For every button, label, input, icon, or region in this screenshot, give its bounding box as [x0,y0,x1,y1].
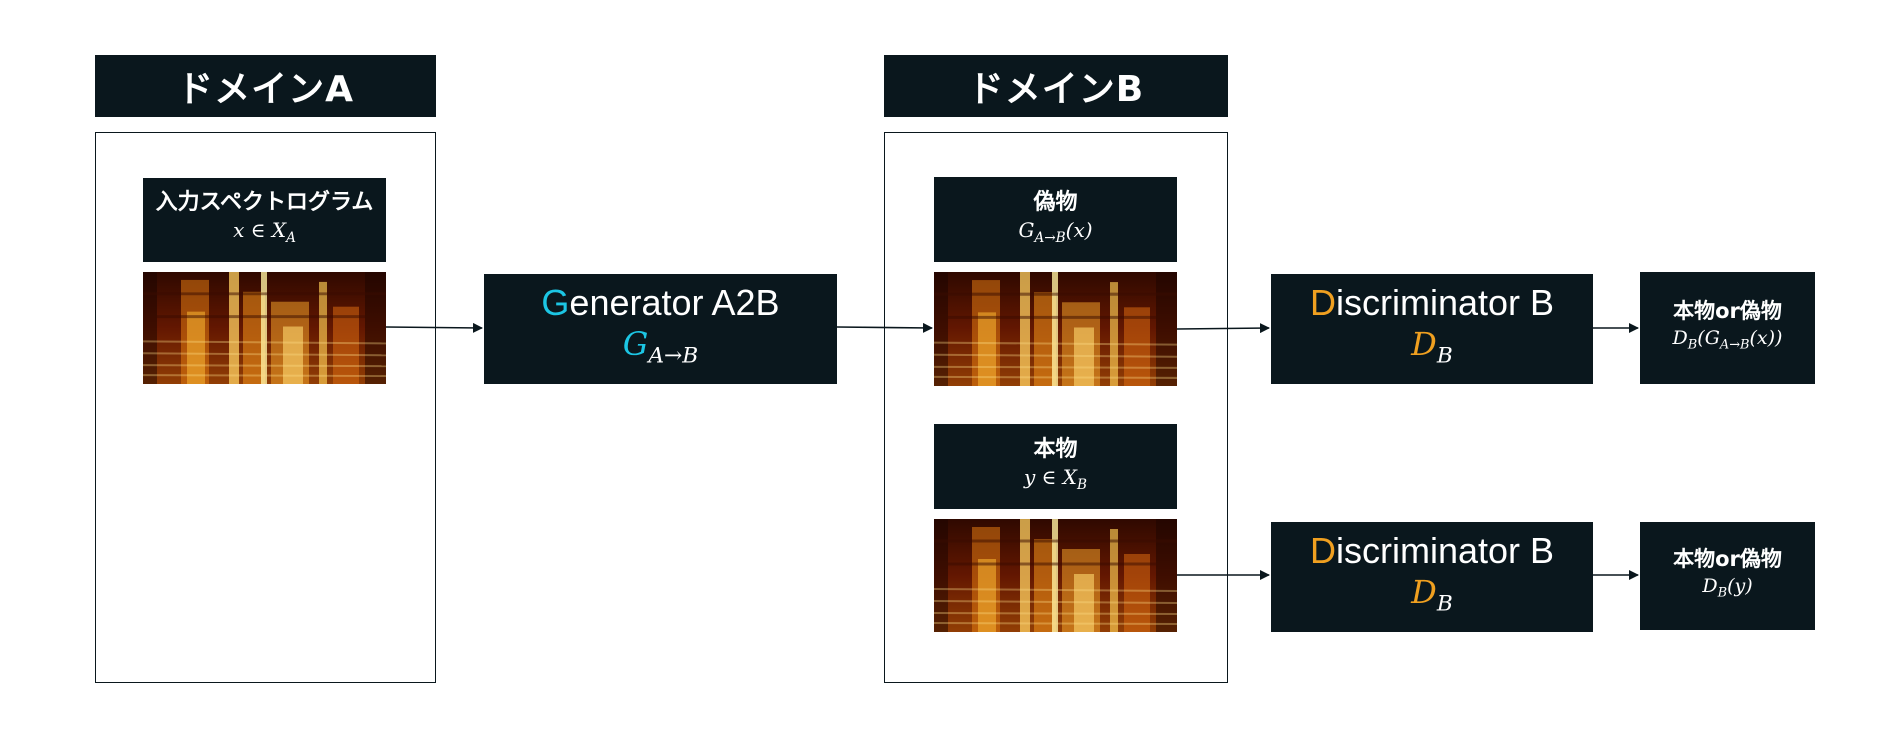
generator-a2b-box: Generator A2B GA→B [484,274,837,384]
discriminator-label-2: Discriminator B [1309,529,1555,571]
input-math: x ∈ XA [233,218,296,246]
discriminator-b-box-1: Discriminator B DB [1271,274,1593,384]
output-math-1: DB(GA→B(x)) [1672,327,1783,353]
domain-a-title: ドメインA [177,69,354,110]
discriminator-math-1: DB [1411,324,1453,369]
fake-caption: 偽物 GA→B(x) [934,177,1177,262]
discriminator-b-box-2: Discriminator B DB [1271,522,1593,632]
generator-math: GA→B [622,324,699,369]
output-box-1: 本物or偽物 DB(GA→B(x)) [1640,272,1815,384]
input-spectrogram-caption: 入力スペクトログラム x ∈ XA [143,178,386,262]
real-label: 本物 [1033,436,1078,462]
fake-math: GA→B(x) [1018,217,1093,246]
real-caption: 本物 y ∈ XB [934,424,1177,509]
domain-b-title: ドメインB [967,69,1145,110]
discriminator-label-1: Discriminator B [1309,281,1555,323]
domain-a-header: ドメインA [95,55,436,117]
input-spectrogram-label: 入力スペクトログラム [155,190,374,216]
generator-label: Generator A2B [541,281,780,323]
output-label-2: 本物or偽物 [1673,547,1782,572]
output-math-2: DB(y) [1702,575,1753,601]
domain-b-header: ドメインB [884,55,1228,117]
output-box-2: 本物or偽物 DB(y) [1640,522,1815,630]
output-label-1: 本物or偽物 [1673,299,1782,324]
real-math: y ∈ XB [1023,464,1088,493]
discriminator-math-2: DB [1411,572,1453,617]
fake-label: 偽物 [1033,189,1078,215]
